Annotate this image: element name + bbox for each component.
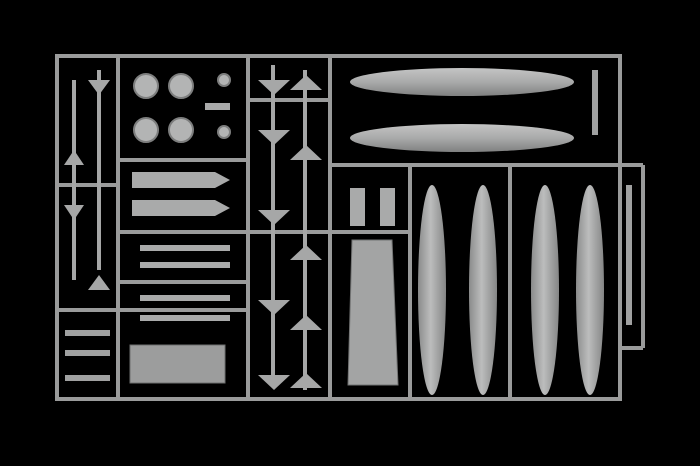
- wheels: [133, 73, 231, 143]
- sprue-frame: [55, 54, 645, 401]
- drop-tanks: [350, 68, 574, 152]
- fuselage-parts: [129, 103, 399, 386]
- misc-parts: [65, 70, 632, 381]
- small-missiles: [64, 65, 322, 390]
- missile-pods: [418, 185, 604, 395]
